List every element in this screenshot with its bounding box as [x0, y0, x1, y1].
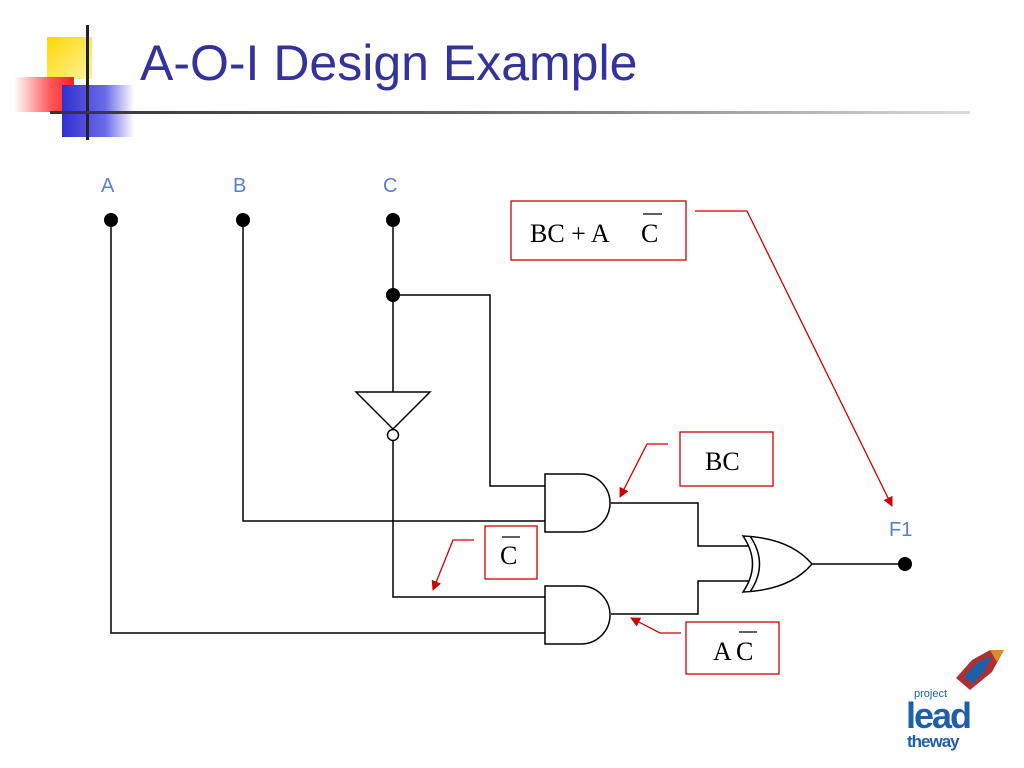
output-label-f1: F1 — [889, 519, 912, 541]
arrow-bc — [619, 443, 668, 498]
and-gate-bc — [544, 473, 611, 533]
slide-title: A-O-I Design Example — [140, 35, 638, 91]
deco-vertical-line — [86, 25, 89, 140]
input-label-c: C — [383, 175, 397, 197]
wire-and2-out — [611, 580, 750, 615]
annotation-box-bc — [679, 431, 774, 487]
not-gate — [354, 391, 432, 431]
or-gate-inner-curve — [749, 535, 761, 593]
arrow-sum-to-f1 — [695, 210, 893, 507]
annotation-cbar: C — [500, 541, 517, 570]
wire-b — [242, 220, 545, 522]
logo-line-project: project — [914, 688, 947, 700]
annotation-bc: BC — [705, 447, 740, 476]
logo-line-theway: theway — [907, 732, 960, 751]
wire-a — [110, 220, 545, 634]
and-gate-acbar — [544, 585, 611, 645]
pltw-logo: project lead theway — [906, 650, 1004, 751]
input-label-a: A — [101, 175, 115, 197]
annotation-sum-left: BC + A — [530, 219, 610, 248]
annotation-sum-cbar: C — [641, 219, 658, 248]
arrow-cbar — [431, 539, 474, 591]
wire-c-branch — [393, 294, 545, 487]
annotation-box-acbar — [685, 621, 780, 675]
arrow-acbar — [630, 617, 681, 634]
annotation-box-cbar — [484, 525, 538, 580]
logo-arrow-icon-inner — [964, 656, 992, 684]
wire-cbar — [392, 440, 545, 598]
wire-and1-out — [611, 502, 750, 547]
annotation-box-sum — [510, 200, 687, 261]
not-gate-bubble — [386, 428, 400, 442]
annotation-acbar-a: A — [713, 637, 732, 666]
title-underline — [50, 111, 970, 114]
logo-arrow-icon-tip — [990, 650, 1004, 662]
or-gate — [741, 535, 813, 593]
annotation-acbar-cbar: C — [736, 637, 753, 666]
input-label-b: B — [233, 175, 246, 197]
deco-yellow-square — [47, 37, 92, 79]
logo-line-lead: lead — [906, 695, 970, 736]
